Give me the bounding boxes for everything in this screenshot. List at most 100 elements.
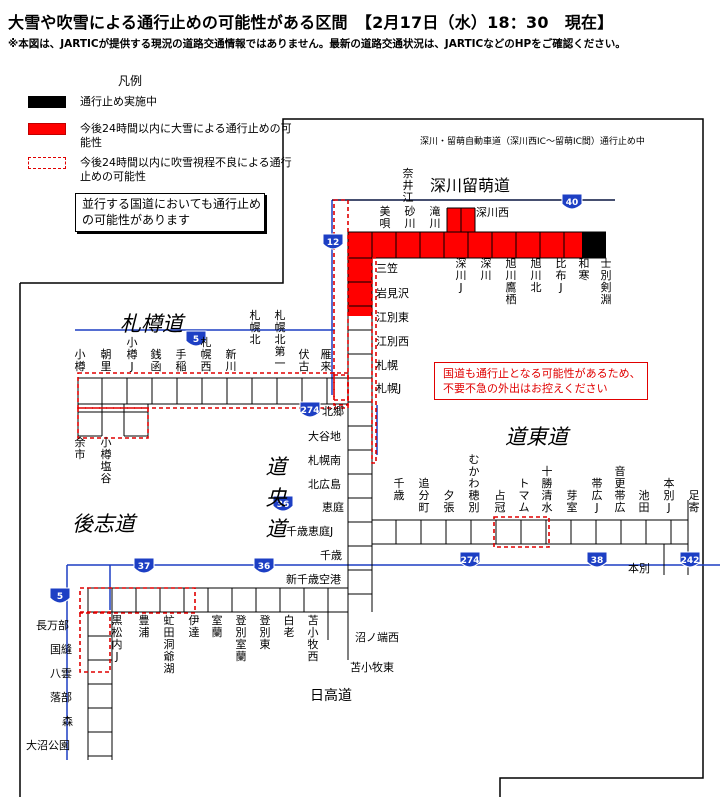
route-shield-icon: 37 [133, 557, 155, 574]
route-shield-icon: 40 [561, 193, 583, 210]
ic-label: 札幌 [376, 359, 398, 372]
route-shield-number: 38 [591, 556, 604, 566]
ic-label: 占冠 [494, 489, 506, 514]
ic-label: 芽室 [566, 489, 578, 514]
ic-label: 小樽塩谷 [100, 436, 112, 485]
ic-label: 滝川 [429, 205, 441, 230]
route-shield-icon: 38 [586, 551, 608, 568]
route-shield-icon: 5 [49, 587, 71, 604]
blizzard-section [79, 587, 196, 614]
heavy-snow-block [348, 258, 372, 316]
route-shield-number: 36 [258, 562, 271, 572]
ic-label: 岩見沢 [376, 287, 409, 300]
route-shield-number: 242 [681, 556, 700, 566]
ic-label: 本別 [628, 562, 650, 575]
ic-label: 札幌J [376, 382, 402, 395]
route-shield-icon: 36 [253, 557, 275, 574]
ic-label: 森 [62, 715, 73, 728]
ic-label: 札幌西 [200, 336, 212, 373]
ic-label: 登別東 [259, 614, 271, 651]
route-shield-icon: 242 [679, 551, 701, 568]
ic-label: 奈井江 [402, 167, 414, 204]
region-hidaka: 日高道 [310, 688, 352, 704]
warning-line-1: 国道も通行止となる可能性があるため、 [443, 367, 641, 380]
route-shield-number: 40 [566, 198, 579, 208]
warning-box: 国道も通行止となる可能性があるため、 不要不急の外出はお控えください [434, 362, 648, 400]
ic-label: 和寒 [578, 257, 590, 282]
ic-label: 室蘭 [211, 614, 223, 639]
route-shield-number: 5 [193, 335, 199, 345]
page-title: 大雪や吹雪による通行止めの可能性がある区間 【2月17日（水）18：30 現在】 [8, 13, 614, 32]
ic-label: 深川J [455, 257, 467, 294]
closed-sections [582, 232, 606, 258]
ic-label: 千歳 [393, 477, 405, 502]
ic-label: 札幌南 [308, 454, 341, 467]
ic-label: 美唄 [379, 205, 391, 230]
ic-label: 三笠 [376, 262, 398, 275]
ic-label: 黒松内J [111, 614, 123, 663]
ic-label: 苫小牧東 [350, 661, 394, 674]
ic-label: 江別西 [376, 335, 409, 348]
blizzard-section [493, 516, 550, 548]
route-shield-number: 36 [277, 500, 290, 510]
ic-label: 本別J [663, 477, 675, 514]
ic-label: 大谷地 [308, 430, 341, 443]
ic-label: 比布J [555, 257, 567, 294]
route-shield-number: 274 [301, 406, 320, 416]
route-shield-number: 12 [327, 238, 340, 248]
blizzard-sections [77, 199, 550, 673]
route-shield-icon: 5 [185, 330, 207, 347]
ic-label: 朝里 [100, 348, 112, 373]
ic-label: 夕張 [443, 489, 455, 514]
ic-label: むかわ穂別 [468, 453, 480, 514]
region-fukagawa-rumoi: 深川留萌道 [430, 176, 511, 195]
legend-label: 今後24時間以内に大雪による通行止めの可能性 [80, 122, 292, 149]
blizzard-section [77, 372, 349, 409]
ic-label: 白老 [283, 614, 295, 639]
ic-label: 追分町 [418, 477, 430, 514]
route-shield-number: 274 [461, 556, 480, 566]
legend-label: 今後24時間以内に吹雪視程不良による通行止めの可能性 [80, 156, 292, 183]
ic-label: 足寄 [688, 489, 700, 514]
ic-label: 札幌北 [249, 309, 261, 346]
ic-label: 落部 [50, 691, 72, 704]
ic-label: 北郷 [322, 405, 344, 418]
route-shield-icon: 12 [322, 233, 344, 250]
ic-label: 池田 [638, 489, 650, 514]
ic-label: 小樽J [126, 336, 138, 373]
ic-label: 千歳 [320, 549, 342, 562]
ic-label: 小樽 [74, 348, 86, 373]
ic-label: 士別剣淵 [600, 257, 612, 306]
route-shield-icon: 36 [272, 495, 294, 512]
ic-label: 大沼公園 [26, 739, 70, 752]
ic-label: 八雲 [50, 667, 72, 680]
ic-label: 札幌北第一 [274, 309, 286, 370]
closure-note: 深川・留萌自動車道（深川西IC〜留萌IC間）通行止め中 [420, 137, 645, 147]
blizzard-section [333, 199, 349, 401]
map-outline [19, 118, 704, 797]
ic-label: 北広島 [308, 478, 341, 491]
legend-title: 凡例 [118, 74, 143, 88]
blizzard-section [77, 407, 149, 439]
ic-label: 虻田洞爺湖 [163, 614, 175, 675]
ic-label: 深川 [480, 257, 492, 282]
ic-label: 豊浦 [138, 614, 150, 639]
route-shields: 40 12 5 274 36 37 36 274 38 242 5 [49, 193, 701, 604]
legend-swatch-red [28, 123, 66, 135]
route-shield-number: 5 [57, 592, 63, 602]
ic-label: トマム [518, 477, 530, 514]
ic-label: 恵庭 [322, 501, 344, 514]
region-sapporo-otaru: 札樽道 [120, 312, 183, 336]
warning-line-2: 不要不急の外出はお控えください [443, 382, 608, 395]
ic-label: 国縫 [50, 643, 72, 656]
ic-label: 伊達 [188, 614, 200, 639]
ic-label: 砂川 [404, 205, 416, 230]
legend-swatch-black [28, 96, 66, 108]
blizzard-section [79, 611, 111, 673]
expressway-sections [77, 199, 689, 760]
region-goshi: 後志道 [72, 512, 135, 536]
ic-label: 雁来 [320, 348, 332, 373]
ic-label: 苫小牧西 [307, 614, 319, 663]
parallel-route-note: 並行する国道においても通行止めの可能性があります [75, 193, 265, 232]
